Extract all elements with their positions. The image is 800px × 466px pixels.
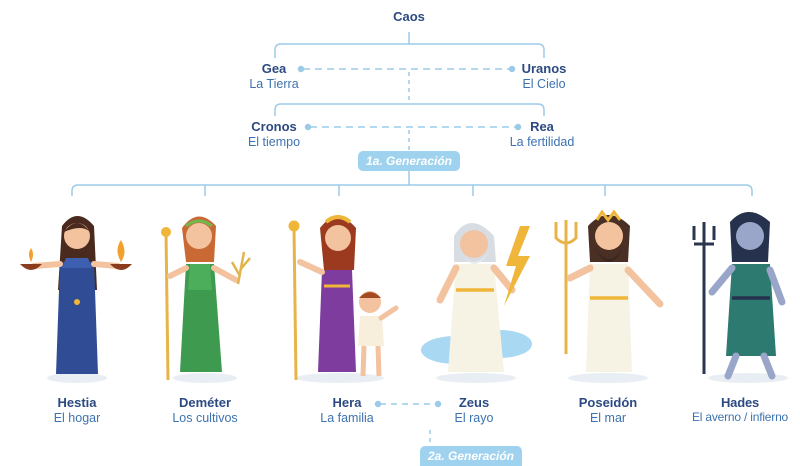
node-hades-name: Hades bbox=[720, 395, 760, 410]
node-demeter: Deméter Los cultivos bbox=[145, 395, 265, 425]
caos-bracket bbox=[274, 43, 545, 58]
node-poseidon-domain: El mar bbox=[589, 410, 627, 425]
demeter-figure-icon bbox=[161, 216, 251, 383]
generation-2-badge: 2a. Generación bbox=[420, 446, 522, 466]
node-uranos-domain: El Cielo bbox=[522, 76, 566, 91]
node-zeus: Zeus El rayo bbox=[424, 395, 524, 425]
hestia-figure-icon bbox=[20, 216, 132, 383]
node-hera-name: Hera bbox=[332, 395, 362, 410]
node-hera: Hera La familia bbox=[297, 395, 397, 425]
node-poseidon: Poseidón El mar bbox=[548, 395, 668, 425]
node-rea-domain: La fertilidad bbox=[509, 134, 575, 149]
node-poseidon-name: Poseidón bbox=[578, 395, 638, 410]
hades-figure-icon bbox=[692, 212, 788, 383]
node-gea: Gea La Tierra bbox=[224, 61, 324, 91]
node-uranos-name: Uranos bbox=[521, 61, 567, 76]
generation-1-badge: 1a. Generación bbox=[358, 151, 460, 171]
node-zeus-domain: El rayo bbox=[454, 410, 494, 425]
node-hades-domain: El averno / infierno bbox=[691, 409, 789, 424]
gods-bracket bbox=[71, 184, 753, 196]
node-caos-name: Caos bbox=[393, 9, 425, 24]
titans-bracket bbox=[274, 103, 545, 116]
node-cronos: Cronos El tiempo bbox=[224, 119, 324, 149]
hera-figure-icon bbox=[288, 215, 399, 383]
node-demeter-name: Deméter bbox=[178, 395, 232, 410]
node-cronos-domain: El tiempo bbox=[247, 134, 301, 149]
node-zeus-name: Zeus bbox=[458, 395, 490, 410]
poseidon-figure-icon bbox=[554, 209, 664, 383]
node-cronos-name: Cronos bbox=[251, 119, 297, 134]
node-gea-domain: La Tierra bbox=[249, 76, 299, 91]
node-hestia-domain: El hogar bbox=[53, 410, 101, 425]
node-rea-name: Rea bbox=[530, 119, 554, 134]
node-hestia: Hestia El hogar bbox=[17, 395, 137, 425]
node-caos: Caos bbox=[359, 9, 459, 25]
node-uranos: Uranos El Cielo bbox=[494, 61, 594, 91]
zeus-figure-icon bbox=[421, 223, 532, 383]
node-demeter-domain: Los cultivos bbox=[172, 410, 238, 425]
node-hades: Hades El averno / infierno bbox=[680, 395, 800, 425]
node-gea-name: Gea bbox=[261, 61, 287, 76]
node-hera-domain: La familia bbox=[320, 410, 374, 425]
node-hestia-name: Hestia bbox=[57, 395, 97, 410]
node-rea: Rea La fertilidad bbox=[492, 119, 592, 149]
